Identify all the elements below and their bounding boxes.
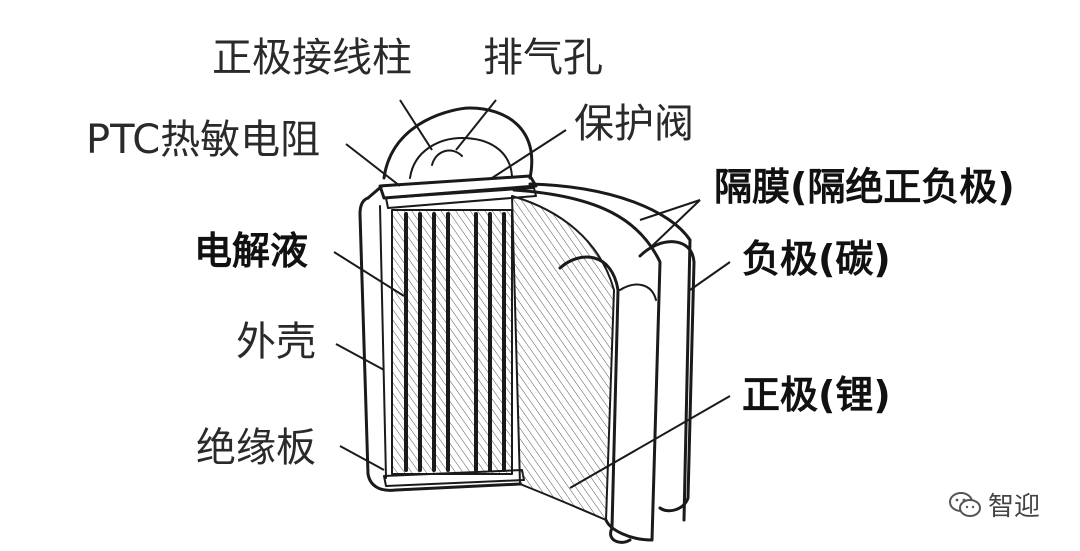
- wechat-icon: [949, 491, 981, 517]
- label-positive-terminal: 正极接线柱: [212, 35, 412, 81]
- leader-valve: [491, 129, 567, 179]
- electrode-roll: [391, 209, 513, 475]
- label-negative-electrode: 负极(碳): [742, 237, 891, 281]
- negative-sheet: [558, 255, 632, 544]
- separator-sheet-2: [528, 182, 692, 522]
- leader-negative: [689, 261, 731, 291]
- leader-separator-2: [649, 199, 701, 249]
- label-safety-valve: 保护阀: [574, 101, 694, 147]
- leader-vent: [455, 99, 497, 151]
- terminal-cap: [382, 106, 534, 180]
- label-electrolyte: 电解液: [194, 229, 309, 273]
- leader-insulator: [339, 445, 385, 471]
- watermark: 智迎: [948, 486, 1040, 523]
- leader-electrolyte: [333, 251, 405, 297]
- leader-positive-terminal: [399, 99, 433, 151]
- leader-separator-1: [639, 199, 701, 221]
- outer-shell: [358, 196, 522, 492]
- label-shell: 外壳: [236, 319, 316, 365]
- label-positive-electrode: 正极(锂): [742, 373, 891, 417]
- leader-positive: [569, 395, 731, 489]
- separator-sheet-1: [512, 188, 662, 542]
- leader-ptc: [345, 143, 401, 187]
- positive-sheet: [511, 195, 615, 521]
- vent-bump: [431, 149, 463, 166]
- label-vent: 排气孔: [483, 35, 603, 81]
- watermark-text: 智迎: [988, 492, 1041, 522]
- label-ptc-thermistor: PTC热敏电阻: [86, 117, 321, 163]
- label-separator: 隔膜(隔绝正负极): [714, 165, 1015, 209]
- leader-shell: [335, 343, 385, 371]
- label-insulator: 绝缘板: [196, 425, 316, 471]
- top-plate: [378, 174, 538, 200]
